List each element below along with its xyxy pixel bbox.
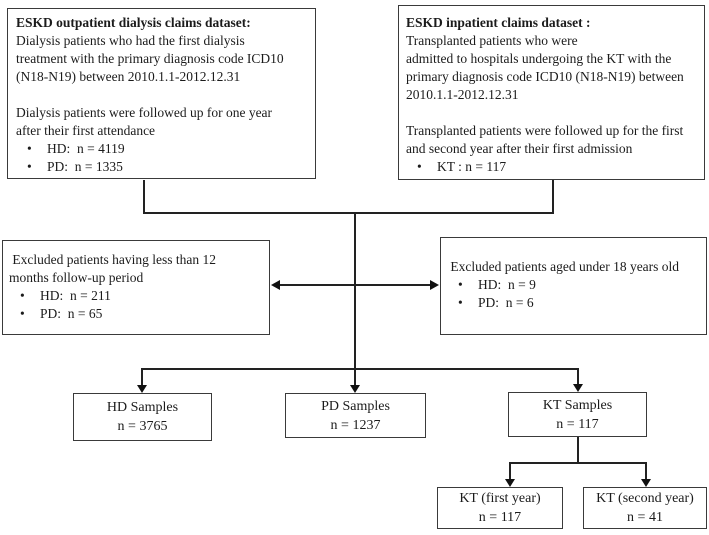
connector-inpatient-stub: [552, 180, 554, 213]
inpatient-title: ESKD inpatient claims dataset :: [406, 15, 591, 30]
arrow-down-icon: [350, 385, 360, 393]
bullet-icon: •: [417, 159, 422, 174]
kt-samples-n: n = 117: [556, 416, 599, 432]
excluded-age-bullet-hd: HD: n = 9: [478, 277, 536, 292]
connector-kt2-stub: [645, 462, 647, 479]
list-item: • PD: n = 1335: [27, 158, 307, 176]
arrow-right-icon: [430, 280, 439, 290]
list-item: • HD: n = 4119: [27, 140, 307, 158]
outpatient-body2: Dialysis patients were followed up for o…: [16, 105, 273, 138]
bullet-icon: •: [458, 295, 463, 310]
list-item: • PD: n = 6: [458, 294, 700, 312]
list-item: • KT : n = 117: [417, 158, 697, 176]
box-kt-samples: KT Samples n = 117: [508, 392, 647, 437]
box-kt-first-year: KT (first year) n = 117: [437, 487, 563, 529]
arrow-down-icon: [505, 479, 515, 487]
connector-exclusion-line: [278, 284, 432, 286]
inpatient-bullet-kt: KT : n = 117: [437, 159, 507, 174]
excluded-followup-bullet-hd: HD: n = 211: [40, 288, 111, 303]
inpatient-body1: Transplanted patients who were admitted …: [406, 33, 684, 102]
bullet-icon: •: [458, 277, 463, 292]
kt-first-year-label: KT (first year): [459, 491, 541, 506]
bullet-icon: •: [27, 159, 32, 174]
connector-center-drop: [354, 212, 356, 369]
connector-kt-split: [509, 462, 647, 464]
box-excluded-followup: Excluded patients having less than 12 mo…: [2, 240, 270, 335]
hd-samples-label: HD Samples: [106, 400, 179, 415]
kt-second-year-n: n = 41: [627, 510, 663, 525]
connector-branch: [141, 368, 578, 370]
outpatient-bullet-list: • HD: n = 4119 • PD: n = 1335: [16, 140, 307, 176]
spacer: [406, 104, 697, 122]
excluded-followup-bullet-pd: PD: n = 65: [40, 306, 103, 321]
pd-samples-label: PD Samples: [321, 398, 390, 414]
list-item: • HD: n = 9: [458, 276, 700, 294]
box-outpatient-dataset: ESKD outpatient dialysis claims dataset:…: [7, 8, 316, 179]
box-excluded-age: Excluded patients aged under 18 years ol…: [440, 237, 707, 335]
arrow-down-icon: [641, 479, 651, 487]
arrow-down-icon: [137, 385, 147, 393]
connector-outpatient-stub: [143, 180, 145, 213]
connector-kt-down: [577, 437, 579, 463]
arrow-left-icon: [271, 280, 280, 290]
excluded-age-text: Excluded patients aged under 18 years ol…: [447, 259, 680, 274]
hd-samples-n: n = 3765: [117, 419, 168, 434]
box-inpatient-dataset: ESKD inpatient claims dataset : Transpla…: [398, 5, 705, 180]
connector-top-merge: [143, 212, 554, 214]
box-pd-samples: PD Samples n = 1237: [285, 393, 426, 438]
spacer: [16, 86, 307, 104]
outpatient-body1: Dialysis patients who had the first dial…: [16, 33, 284, 84]
bullet-icon: •: [20, 306, 25, 321]
outpatient-title: ESKD outpatient dialysis claims dataset:: [16, 15, 251, 30]
outpatient-bullet-pd: PD: n = 1335: [47, 159, 123, 174]
arrow-down-icon: [573, 384, 583, 392]
outpatient-bullet-hd: HD: n = 4119: [47, 141, 125, 156]
pd-samples-n: n = 1237: [330, 417, 381, 433]
bullet-icon: •: [27, 141, 32, 156]
kt-first-year-n: n = 117: [478, 510, 522, 525]
bullet-icon: •: [20, 288, 25, 303]
connector-kt1-stub: [509, 462, 511, 479]
excluded-age-bullet-pd: PD: n = 6: [478, 295, 534, 310]
kt-second-year-label: KT (second year): [596, 491, 694, 506]
excluded-age-bullet-list: • HD: n = 9 • PD: n = 6: [447, 276, 700, 312]
connector-pd-stub: [354, 368, 356, 385]
inpatient-bullet-list: • KT : n = 117: [406, 158, 697, 176]
connector-hd-stub: [141, 368, 143, 385]
excluded-followup-text: Excluded patients having less than 12 mo…: [9, 252, 216, 285]
box-kt-second-year: KT (second year) n = 41: [583, 487, 707, 529]
connector-kt-stub: [577, 368, 579, 384]
inpatient-body2: Transplanted patients were followed up f…: [406, 123, 684, 156]
box-hd-samples: HD Samples n = 3765: [73, 393, 212, 441]
list-item: • HD: n = 211: [20, 287, 263, 305]
list-item: • PD: n = 65: [20, 305, 263, 323]
excluded-followup-bullet-list: • HD: n = 211 • PD: n = 65: [9, 287, 263, 323]
kt-samples-label: KT Samples: [542, 397, 613, 413]
